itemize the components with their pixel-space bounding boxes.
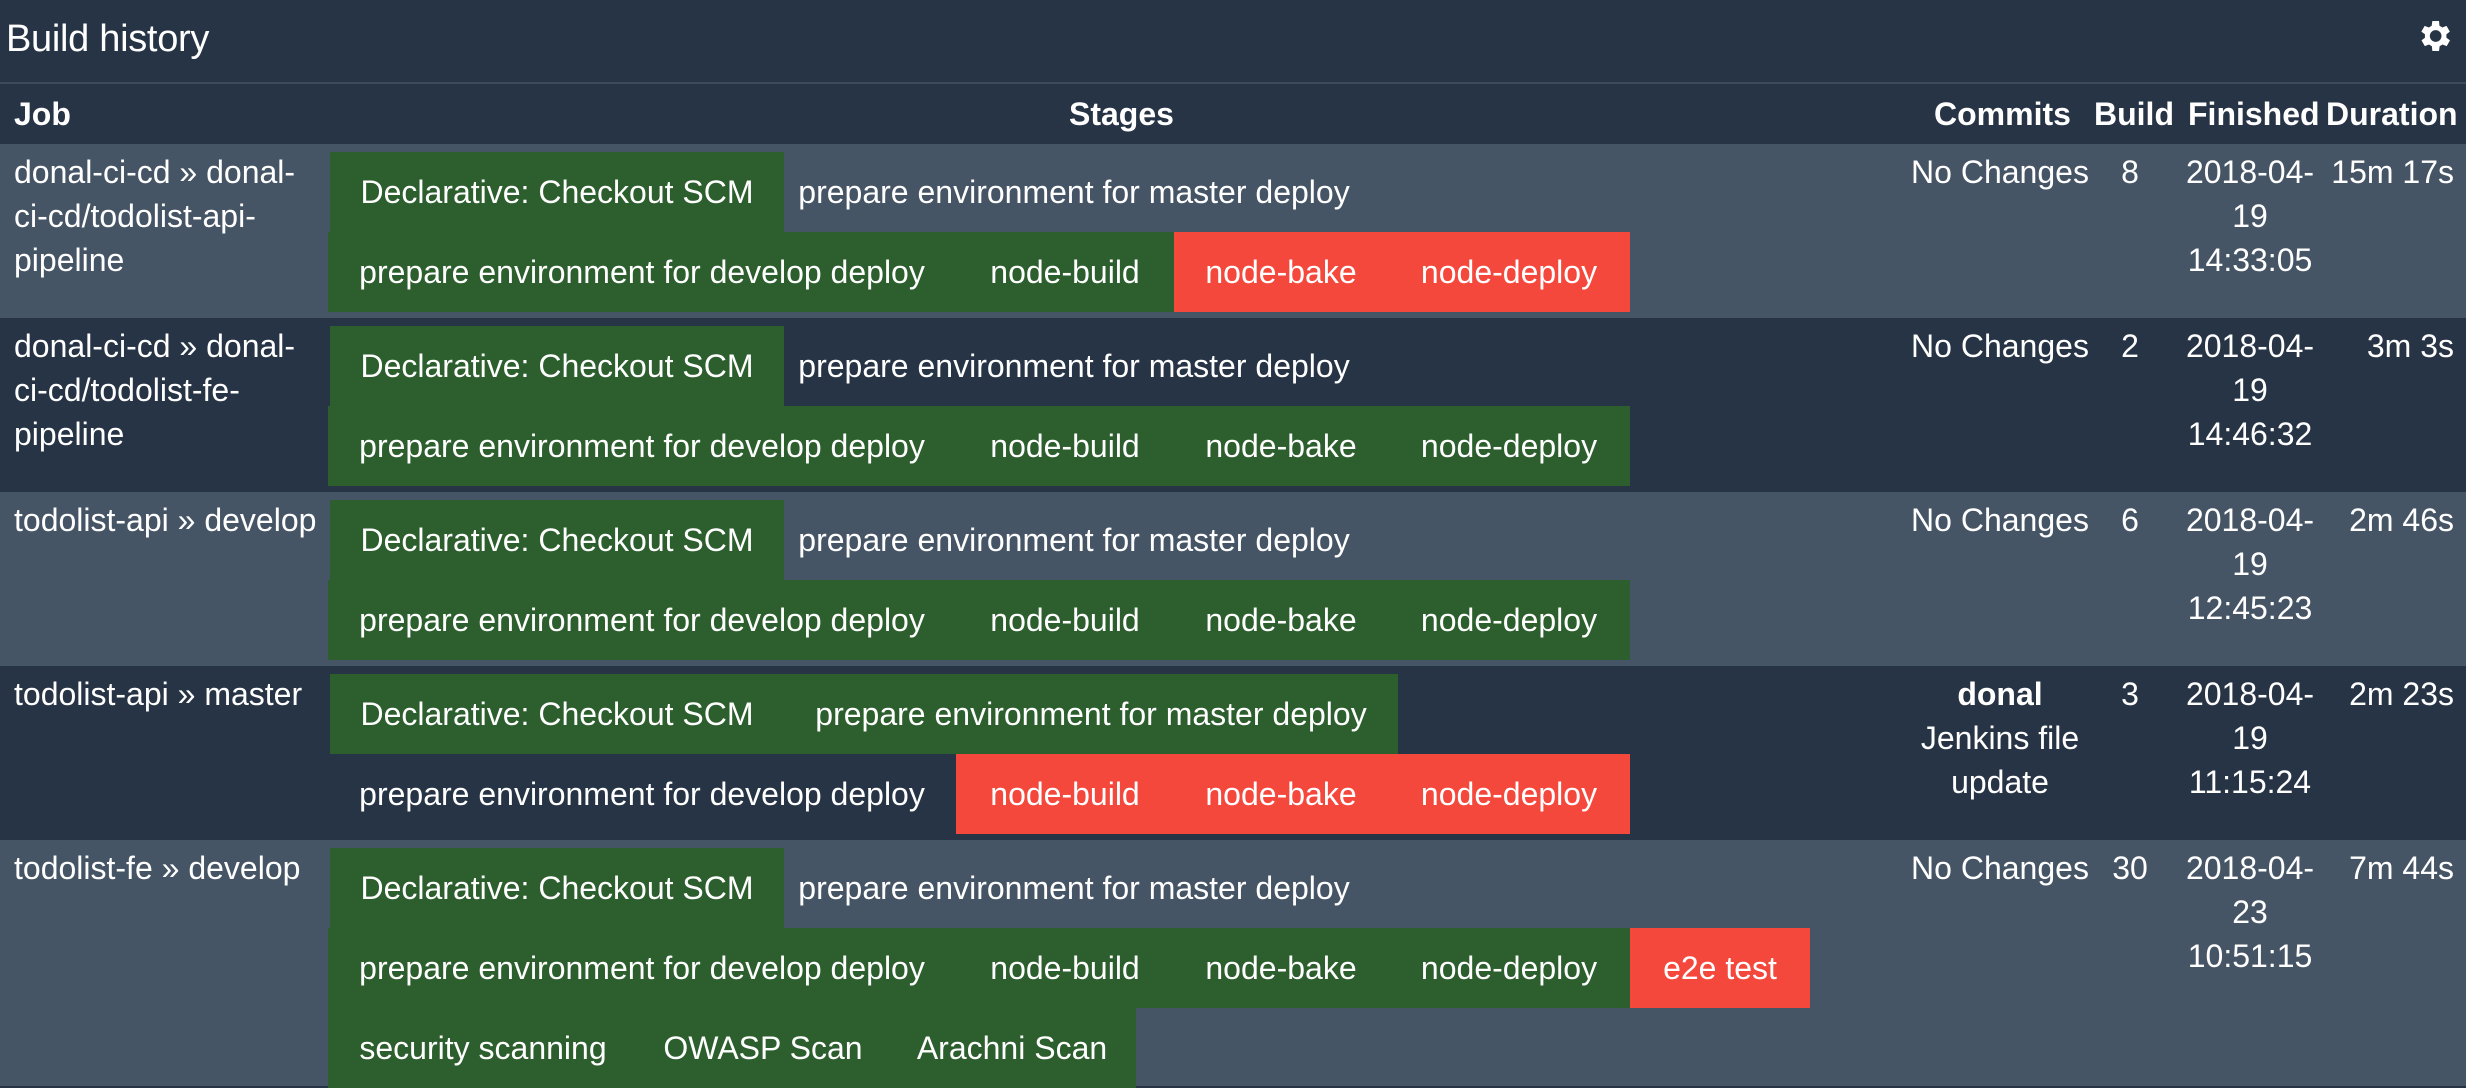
stage-node-build[interactable]: node-build bbox=[956, 754, 1174, 834]
stage-develop-deploy[interactable]: prepare environment for develop deploy bbox=[359, 776, 925, 812]
stage-arachni-scan[interactable]: Arachni Scan bbox=[888, 1008, 1136, 1088]
finished-time: 2018-04-23 10:51:15 bbox=[2185, 850, 2315, 974]
finished-time: 2018-04-19 14:46:32 bbox=[2185, 328, 2315, 452]
stage-node-bake[interactable]: node-bake bbox=[1174, 232, 1388, 312]
finished-time: 2018-04-19 14:33:05 bbox=[2185, 154, 2315, 278]
stage-develop-deploy[interactable]: prepare environment for develop deploy bbox=[328, 232, 956, 312]
stage-node-bake[interactable]: node-bake bbox=[1174, 928, 1388, 1008]
stage-develop-deploy[interactable]: prepare environment for develop deploy bbox=[328, 406, 956, 486]
stage-node-build[interactable]: node-build bbox=[956, 580, 1174, 660]
commit-author: donal bbox=[1957, 676, 2043, 712]
table-row: todolist-api » develop Declarative: Chec… bbox=[0, 492, 2466, 666]
build-number[interactable]: 3 bbox=[2121, 676, 2139, 712]
stage-node-deploy[interactable]: node-deploy bbox=[1388, 580, 1630, 660]
col-duration[interactable]: Duration bbox=[2326, 96, 2458, 132]
stage-checkout[interactable]: Declarative: Checkout SCM bbox=[330, 326, 784, 406]
duration-value: 2m 23s bbox=[2349, 676, 2454, 712]
table-row: todolist-fe » develop Declarative: Check… bbox=[0, 840, 2466, 1088]
job-link[interactable]: todolist-api » develop bbox=[14, 502, 317, 538]
stage-master-deploy[interactable]: prepare environment for master deploy bbox=[798, 174, 1350, 210]
duration-value: 3m 3s bbox=[2366, 328, 2454, 364]
commit-message: Jenkins file update bbox=[1920, 720, 2080, 800]
stage-checkout[interactable]: Declarative: Checkout SCM bbox=[330, 848, 784, 928]
table-row: donal-ci-cd » donal-ci-cd/todolist-fe-pi… bbox=[0, 318, 2466, 492]
commits-cell: donal Jenkins file update bbox=[1905, 672, 2095, 804]
commits-cell: No Changes bbox=[1911, 850, 2089, 886]
gear-icon[interactable] bbox=[2414, 16, 2454, 56]
table-header: Job Stages Commits Build Finished Durati… bbox=[0, 84, 2466, 144]
job-link[interactable]: donal-ci-cd » donal-ci-cd/todolist-api-p… bbox=[14, 154, 296, 278]
stage-develop-deploy[interactable]: prepare environment for develop deploy bbox=[328, 580, 956, 660]
stage-node-build[interactable]: node-build bbox=[956, 232, 1174, 312]
stage-checkout[interactable]: Declarative: Checkout SCM bbox=[330, 500, 784, 580]
col-build[interactable]: Build bbox=[2094, 96, 2174, 132]
stage-node-deploy[interactable]: node-deploy bbox=[1388, 232, 1630, 312]
build-number[interactable]: 8 bbox=[2121, 154, 2139, 190]
stage-security-scanning[interactable]: security scanning bbox=[328, 1008, 638, 1088]
col-job[interactable]: Job bbox=[14, 96, 71, 132]
stage-node-deploy[interactable]: node-deploy bbox=[1388, 928, 1630, 1008]
stage-master-deploy[interactable]: prepare environment for master deploy bbox=[798, 522, 1350, 558]
stage-node-deploy[interactable]: node-deploy bbox=[1388, 754, 1630, 834]
table-row: donal-ci-cd » donal-ci-cd/todolist-api-p… bbox=[0, 144, 2466, 318]
build-number[interactable]: 30 bbox=[2112, 850, 2148, 886]
duration-value: 7m 44s bbox=[2349, 850, 2454, 886]
stage-node-build[interactable]: node-build bbox=[956, 928, 1174, 1008]
stage-owasp-scan[interactable]: OWASP Scan bbox=[638, 1008, 888, 1088]
stage-e2e-test[interactable]: e2e test bbox=[1630, 928, 1810, 1008]
job-link[interactable]: todolist-api » master bbox=[14, 676, 303, 712]
build-number[interactable]: 6 bbox=[2121, 502, 2139, 538]
stage-develop-deploy[interactable]: prepare environment for develop deploy bbox=[328, 928, 956, 1008]
stage-checkout[interactable]: Declarative: Checkout SCM bbox=[330, 674, 784, 754]
job-link[interactable]: todolist-fe » develop bbox=[14, 850, 301, 886]
stage-master-deploy[interactable]: prepare environment for master deploy bbox=[798, 348, 1350, 384]
col-finished[interactable]: Finished bbox=[2188, 96, 2320, 132]
finished-time: 2018-04-19 11:15:24 bbox=[2185, 676, 2315, 800]
stage-node-deploy[interactable]: node-deploy bbox=[1388, 406, 1630, 486]
commits-cell: No Changes bbox=[1911, 328, 2089, 364]
page-title: Build history bbox=[6, 18, 210, 60]
stage-node-bake[interactable]: node-bake bbox=[1174, 754, 1388, 834]
stage-master-deploy[interactable]: prepare environment for master deploy bbox=[798, 870, 1350, 906]
table-row: todolist-api » master Declarative: Check… bbox=[0, 666, 2466, 840]
job-link[interactable]: donal-ci-cd » donal-ci-cd/todolist-fe-pi… bbox=[14, 328, 296, 452]
duration-value: 15m 17s bbox=[2331, 154, 2454, 190]
commits-cell: No Changes bbox=[1911, 502, 2089, 538]
page-header: Build history bbox=[0, 0, 2466, 84]
col-stages: Stages bbox=[1069, 96, 1174, 132]
stage-checkout[interactable]: Declarative: Checkout SCM bbox=[330, 152, 784, 232]
finished-time: 2018-04-19 12:45:23 bbox=[2185, 502, 2315, 626]
stage-node-bake[interactable]: node-bake bbox=[1174, 580, 1388, 660]
commits-cell: No Changes bbox=[1911, 154, 2089, 190]
stage-node-bake[interactable]: node-bake bbox=[1174, 406, 1388, 486]
stage-master-deploy[interactable]: prepare environment for master deploy bbox=[784, 674, 1398, 754]
duration-value: 2m 46s bbox=[2349, 502, 2454, 538]
col-commits: Commits bbox=[1934, 96, 2071, 132]
stage-node-build[interactable]: node-build bbox=[956, 406, 1174, 486]
build-number[interactable]: 2 bbox=[2121, 328, 2139, 364]
